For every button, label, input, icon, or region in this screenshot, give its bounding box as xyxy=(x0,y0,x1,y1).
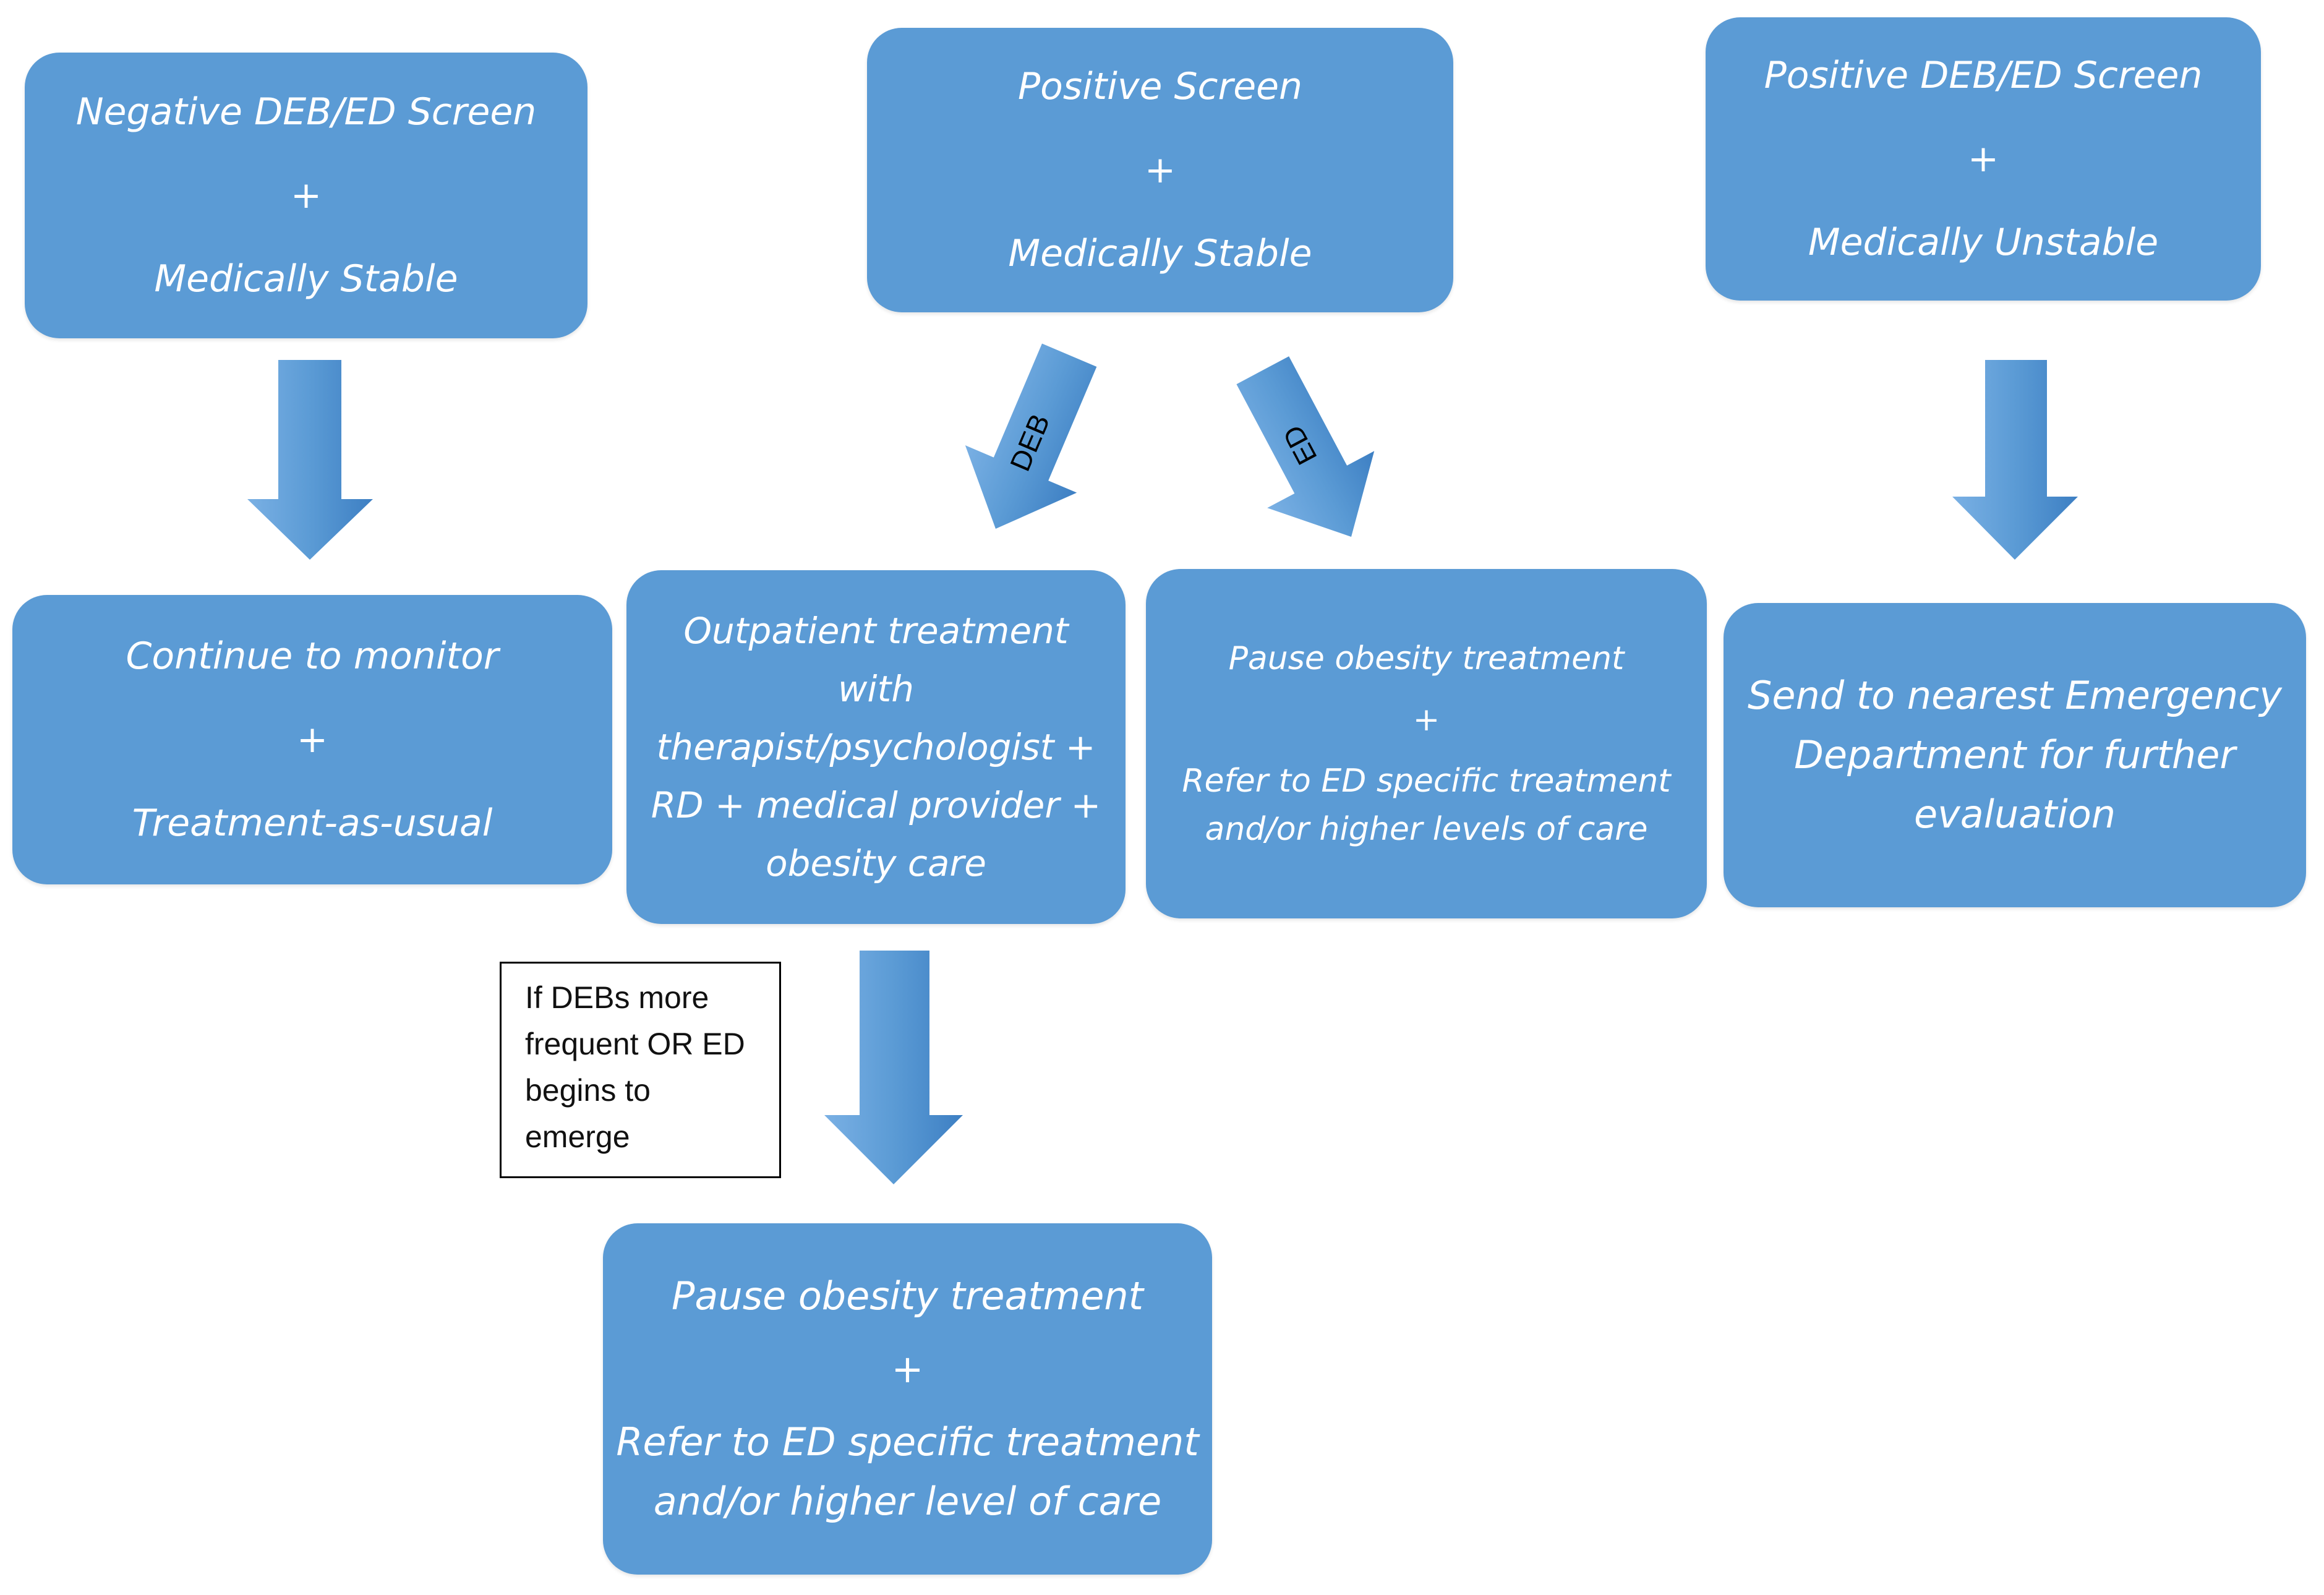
send-emergency-line: Send to nearest Emergency xyxy=(1748,673,2282,718)
outpatient-line: RD + medical provider + xyxy=(651,784,1101,826)
continue-monitor-text: Continue to monitor xyxy=(126,634,499,678)
positive-screen-box: Positive Screen + Medically Stable xyxy=(867,28,1453,312)
arrow-unstable-to-send xyxy=(1952,360,2078,560)
outpatient-line: Outpatient treatment xyxy=(683,610,1069,652)
higher-care-text: and/or higher level of care xyxy=(653,1479,1162,1524)
outpatient-line: with xyxy=(837,668,915,710)
positive-screen-status: Medically Stable xyxy=(1008,231,1312,275)
send-emergency-line: Department for further xyxy=(1794,732,2236,777)
arrow-deb: DEB xyxy=(965,343,1097,529)
unstable-screen-title: Positive DEB/ED Screen xyxy=(1764,53,2203,97)
send-emergency-box: Send to nearest Emergency Department for… xyxy=(1724,603,2306,907)
plus-sign: + xyxy=(296,717,328,761)
pause-treatment-ed-box: Pause obesity treatment + Refer to ED sp… xyxy=(1146,569,1707,918)
arrow-outpatient-to-pause xyxy=(824,951,963,1184)
plus-sign: + xyxy=(1967,137,1999,181)
arrow-negative-to-monitor xyxy=(247,360,373,560)
refer-ed-text: Refer to ED specific treatment xyxy=(1182,762,1671,800)
arrow-ed: ED xyxy=(1236,356,1375,537)
note-line: If DEBs more xyxy=(525,980,709,1015)
send-emergency-line: evaluation xyxy=(1913,792,2116,837)
pause-treatment-text: Pause obesity treatment xyxy=(672,1273,1143,1319)
note-line: frequent OR ED xyxy=(525,1027,745,1061)
plus-sign: + xyxy=(1144,148,1176,192)
plus-sign: + xyxy=(1412,701,1440,738)
plus-sign: + xyxy=(290,173,322,217)
refer-ed-text: Refer to ED specific treatment xyxy=(616,1419,1199,1465)
unstable-screen-status: Medically Unstable xyxy=(1808,220,2159,264)
outpatient-line: obesity care xyxy=(766,842,986,884)
escalation-note: If DEBs more frequent OR ED begins to em… xyxy=(500,962,781,1178)
note-line: begins to xyxy=(525,1073,651,1108)
continue-monitor-box: Continue to monitor + Treatment-as-usual xyxy=(12,595,612,884)
positive-screen-title: Positive Screen xyxy=(1017,64,1303,108)
negative-screen-title: Negative DEB/ED Screen xyxy=(75,90,537,134)
treatment-as-usual-text: Treatment-as-usual xyxy=(132,801,493,845)
pause-treatment-bottom-box: Pause obesity treatment + Refer to ED sp… xyxy=(603,1223,1212,1575)
negative-screen-box: Negative DEB/ED Screen + Medically Stabl… xyxy=(25,53,587,338)
outpatient-treatment-box: Outpatient treatment with therapist/psyc… xyxy=(626,570,1126,924)
outpatient-line: therapist/psychologist + xyxy=(656,726,1096,768)
unstable-screen-box: Positive DEB/ED Screen + Medically Unsta… xyxy=(1706,17,2261,301)
pause-treatment-text: Pause obesity treatment xyxy=(1228,639,1625,677)
plus-sign: + xyxy=(891,1346,924,1392)
higher-care-text: and/or higher levels of care xyxy=(1205,810,1648,848)
note-line: emerge xyxy=(525,1119,630,1154)
negative-screen-status: Medically Stable xyxy=(154,257,458,301)
